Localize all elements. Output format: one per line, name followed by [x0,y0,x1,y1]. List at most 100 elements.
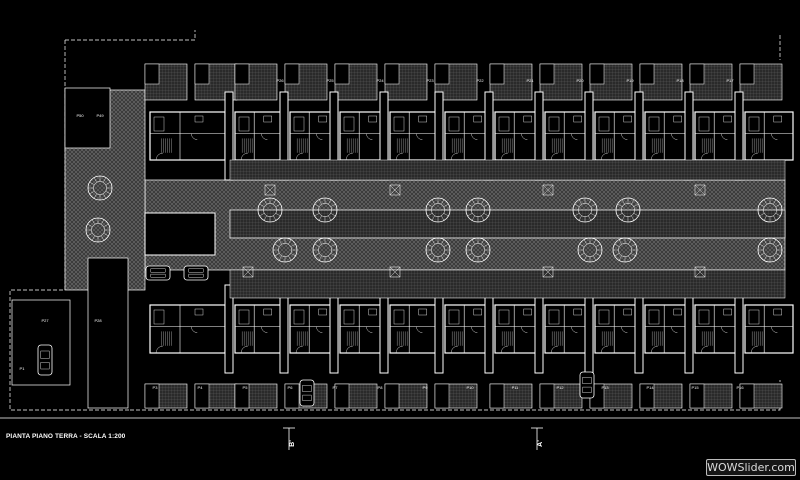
tree-branch [273,215,277,221]
tree-branch [328,255,332,261]
tree-branch [328,215,332,221]
door-swing [295,152,304,161]
tree-branch [614,243,620,247]
parking-slot-top [234,63,250,85]
parking-slot-bottom [639,383,655,409]
door-swing [395,345,404,354]
tree-branch [103,233,109,237]
tree-branch [328,239,332,245]
planter-box [264,184,276,196]
fixture [523,115,532,123]
parking-label-top: P26 [276,78,284,83]
bottom-row-unit [744,304,794,354]
door-swing [600,152,609,161]
car-symbol [299,379,315,407]
tree-branch [105,191,111,195]
parking-label-top: P20 [576,78,584,83]
parking-slot-top [739,63,755,85]
door-swing [750,345,759,354]
tree-branch [471,215,475,221]
tree-branch [763,239,767,245]
tree-branch [775,203,781,207]
tree-branch [101,219,105,225]
tree-branch [259,203,265,207]
tree-branch [273,199,277,205]
fixture [573,308,582,316]
tree-branch [318,239,322,245]
planter-mark [242,266,254,278]
tree-branch [578,199,582,205]
tree-branch [330,213,336,217]
tree-branch [583,255,587,261]
tree-branch [427,213,433,217]
fixture [648,309,660,325]
tree-branch [481,199,485,205]
parking-slot-bottom [539,383,555,409]
tree-branch [278,255,282,261]
door-swing [671,326,678,333]
car-symbol [145,265,171,281]
fixture [153,116,165,132]
door-swing [521,326,528,333]
fixture [293,309,305,325]
parking-label-bottom: P4 [198,385,204,390]
section-mark-a: A' [536,440,544,447]
car-window [302,385,312,392]
tree-branch [467,203,473,207]
parking-slot-bottom [144,383,160,409]
fixture [153,309,165,325]
tree-branch [443,243,449,247]
parking-label-top: P25 [326,78,334,83]
fixture [418,115,427,123]
bottom-row-unit [149,304,226,354]
door-swing [155,152,164,161]
parking-slot-top [194,63,210,85]
tree-branch [633,213,639,217]
tree-branch [443,253,449,257]
car-window [150,273,166,278]
tree-branch [595,253,601,257]
parking-label-bottom: P5 [243,385,249,390]
tree-branch [441,215,445,221]
door-swing [721,326,728,333]
door-swing [700,152,709,161]
tree-branch [617,213,623,217]
car-window [188,273,204,278]
car-window [40,362,50,370]
planter-mark [542,184,554,196]
tree-branch [631,199,635,205]
planter-box [242,266,254,278]
tree-branch [617,203,623,207]
bottom-row-unit [234,304,284,354]
parking-label-bottom: P14 [646,385,654,390]
car-symbol [37,344,53,376]
tree-branch [441,255,445,261]
parking-slot-top [639,63,655,85]
tree-branch [481,239,485,245]
car-window [582,386,592,393]
tree-branch [614,253,620,257]
fixture [573,115,582,123]
parking-label-bottom: P3 [153,385,159,390]
planter-box [694,184,706,196]
door-swing [500,152,509,161]
tree-branch [314,203,320,207]
parking-label-bottom: P11 [512,385,520,390]
parking-label-bottom: P8 [378,385,384,390]
fixture [548,116,560,132]
fixture [393,116,405,132]
tree-branch [593,255,597,261]
door-swing [416,326,423,333]
car-window [302,394,312,401]
fixture [318,308,327,316]
tree-branch [471,239,475,245]
parking-label-bottom: P12 [556,385,564,390]
door-swing [650,345,659,354]
tree-branch [628,255,632,261]
tree-branch [574,213,580,217]
tree-branch [773,199,777,205]
tree-branch [467,243,473,247]
parking-slot-bottom [334,383,350,409]
door-swing [721,133,728,140]
fixture [318,115,327,123]
